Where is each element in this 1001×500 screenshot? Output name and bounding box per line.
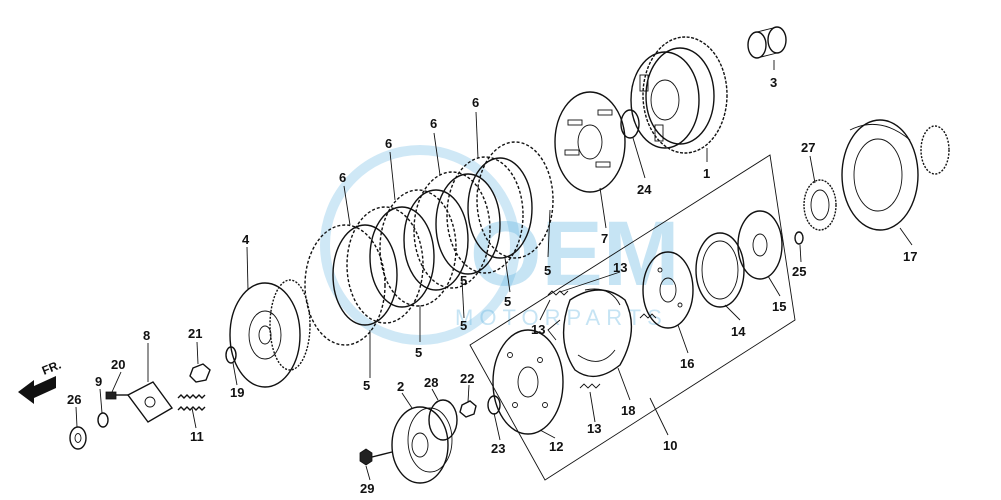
part-pressure-plate xyxy=(554,91,626,193)
part-nut-21 xyxy=(189,363,211,383)
callout-5-e: 5 xyxy=(363,378,370,393)
callout-6-d: 6 xyxy=(339,170,346,185)
part-thrust-washer xyxy=(620,109,640,139)
callout-8: 8 xyxy=(143,328,150,343)
assembly-box-outline xyxy=(469,154,796,481)
callout-18: 18 xyxy=(621,403,635,418)
part-washer-23 xyxy=(487,395,501,415)
part-bushing xyxy=(747,26,787,59)
callout-24: 24 xyxy=(637,182,652,197)
callout-16: 16 xyxy=(680,356,694,371)
callout-6-c: 6 xyxy=(385,136,392,151)
callout-12: 12 xyxy=(549,439,563,454)
part-nut-22 xyxy=(459,400,477,418)
part-friction-ring-14 xyxy=(695,232,745,308)
watermark-logo-text: OEM xyxy=(470,203,680,305)
callout-5-d: 5 xyxy=(415,345,422,360)
leader-lines xyxy=(75,60,913,481)
part-clutch-weights xyxy=(547,288,633,378)
callout-4: 4 xyxy=(242,232,250,247)
front-direction-arrow: FR. xyxy=(18,358,63,404)
callout-5-f: 5 xyxy=(460,273,467,288)
part-clutch-center xyxy=(229,279,311,388)
callout-5-c: 5 xyxy=(460,318,467,333)
part-spring-right xyxy=(639,313,657,319)
watermark-logo: OEM MOTORPARTS xyxy=(320,145,680,345)
part-steel-plates xyxy=(332,157,533,326)
callout-23: 23 xyxy=(491,441,505,456)
part-lifter-plate xyxy=(126,381,174,423)
part-needle-bearing xyxy=(803,179,837,231)
part-spring-upper xyxy=(547,290,569,296)
part-clutch-drum xyxy=(391,406,453,484)
callout-6-a: 6 xyxy=(472,95,479,110)
callout-2: 2 xyxy=(397,379,404,394)
callout-17: 17 xyxy=(903,249,917,264)
callout-1: 1 xyxy=(703,166,710,181)
callout-20: 20 xyxy=(111,357,125,372)
callout-3: 3 xyxy=(770,75,777,90)
callout-13-b: 13 xyxy=(531,322,545,337)
part-drive-plate xyxy=(492,329,564,435)
callout-29: 29 xyxy=(360,481,374,496)
callout-10: 10 xyxy=(663,438,677,453)
callout-13-a: 13 xyxy=(613,260,627,275)
part-seal-28 xyxy=(428,399,458,441)
callout-6-b: 6 xyxy=(430,116,437,131)
direction-label: FR. xyxy=(40,358,63,378)
callout-22: 22 xyxy=(460,371,474,386)
callout-labels: 3 1 24 7 27 17 25 15 14 16 10 18 12 23 1… xyxy=(67,75,917,496)
callout-13-c: 13 xyxy=(587,421,601,436)
callout-9: 9 xyxy=(95,374,102,389)
callout-5-a: 5 xyxy=(544,263,551,278)
part-clutch-outer xyxy=(630,36,728,154)
part-washer-9 xyxy=(97,412,109,428)
part-bearing-26 xyxy=(69,426,87,450)
callout-7: 7 xyxy=(601,231,608,246)
part-circlip xyxy=(794,231,804,245)
part-plate-16 xyxy=(642,251,694,329)
callout-11: 11 xyxy=(190,429,204,444)
part-bolt-29 xyxy=(359,448,393,466)
callout-21: 21 xyxy=(188,326,202,341)
callout-26: 26 xyxy=(67,392,81,407)
callout-19: 19 xyxy=(230,385,244,400)
callout-25: 25 xyxy=(792,264,806,279)
part-friction-discs xyxy=(304,141,554,346)
callout-14: 14 xyxy=(731,324,746,339)
part-spring-lower xyxy=(579,383,601,389)
callout-5-b: 5 xyxy=(504,294,511,309)
callout-15: 15 xyxy=(772,299,786,314)
part-primary-drive-housing xyxy=(841,119,950,231)
part-washer-19 xyxy=(225,346,237,364)
callout-27: 27 xyxy=(801,140,815,155)
callout-28: 28 xyxy=(424,375,438,390)
part-bolt-20 xyxy=(105,391,128,400)
watermark-tagline: MOTORPARTS xyxy=(455,305,668,330)
part-clutch-springs xyxy=(177,394,206,411)
